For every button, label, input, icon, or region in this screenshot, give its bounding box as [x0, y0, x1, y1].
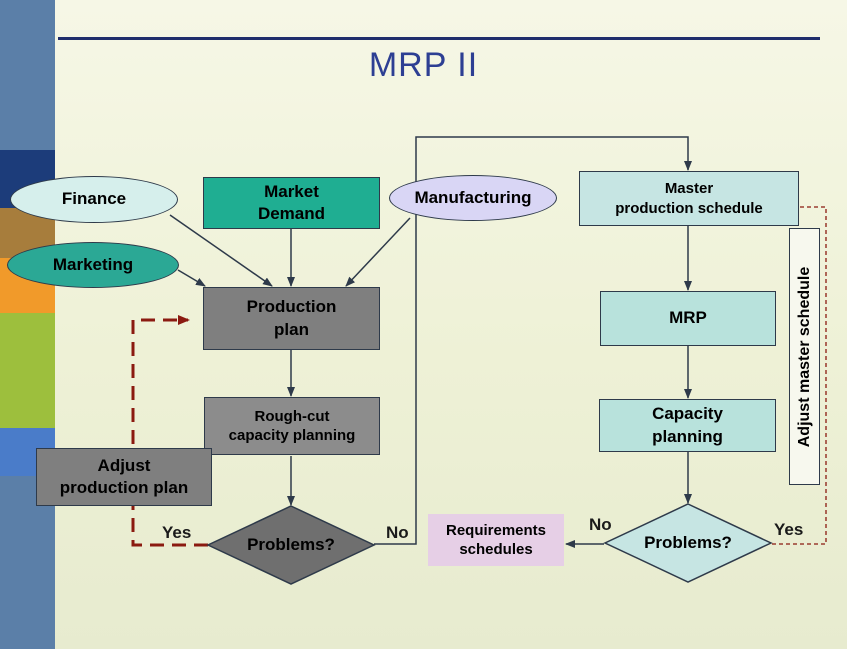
problems-left-label: Problems? [247, 534, 335, 554]
problems-right-label: Problems? [644, 532, 732, 552]
adjust-production-plan-box: Adjust production plan [36, 448, 212, 506]
rough-cut-capacity-box: Rough-cut capacity planning [204, 397, 380, 455]
title-rule [58, 37, 820, 40]
mrp-box: MRP [600, 291, 776, 346]
production-plan-box: Production plan [203, 287, 380, 350]
yes-left-label: Yes [162, 523, 192, 542]
problems-right-diamond [603, 503, 773, 583]
no-right-label: No [589, 515, 612, 534]
adjust-master-schedule-label: Adjust master schedule [795, 266, 813, 447]
arrow-yes-adjust-loop [131, 315, 208, 547]
requirements-schedules-box: Requirements schedules [428, 514, 564, 566]
problems-left-diamond [206, 505, 376, 585]
no-left-label: No [386, 523, 409, 542]
arrow-finance-to-plan [169, 214, 273, 287]
capacity-planning-box: Capacity planning [599, 399, 776, 452]
arrow-no-to-master [374, 136, 692, 545]
adjust-master-schedule-box: Adjust master schedule [789, 228, 820, 485]
master-production-schedule-box: Master production schedule [579, 171, 799, 226]
manufacturing-ellipse: Manufacturing [389, 175, 557, 221]
finance-ellipse: Finance [10, 176, 178, 223]
market-demand-box: Market Demand [203, 177, 380, 229]
marketing-ellipse: Marketing [7, 242, 179, 288]
arrow-manufacturing-to-plan [345, 217, 411, 287]
arrow-marketing-to-plan [177, 269, 206, 287]
page-title: MRP II [368, 46, 479, 84]
yes-right-label: Yes [774, 520, 804, 539]
